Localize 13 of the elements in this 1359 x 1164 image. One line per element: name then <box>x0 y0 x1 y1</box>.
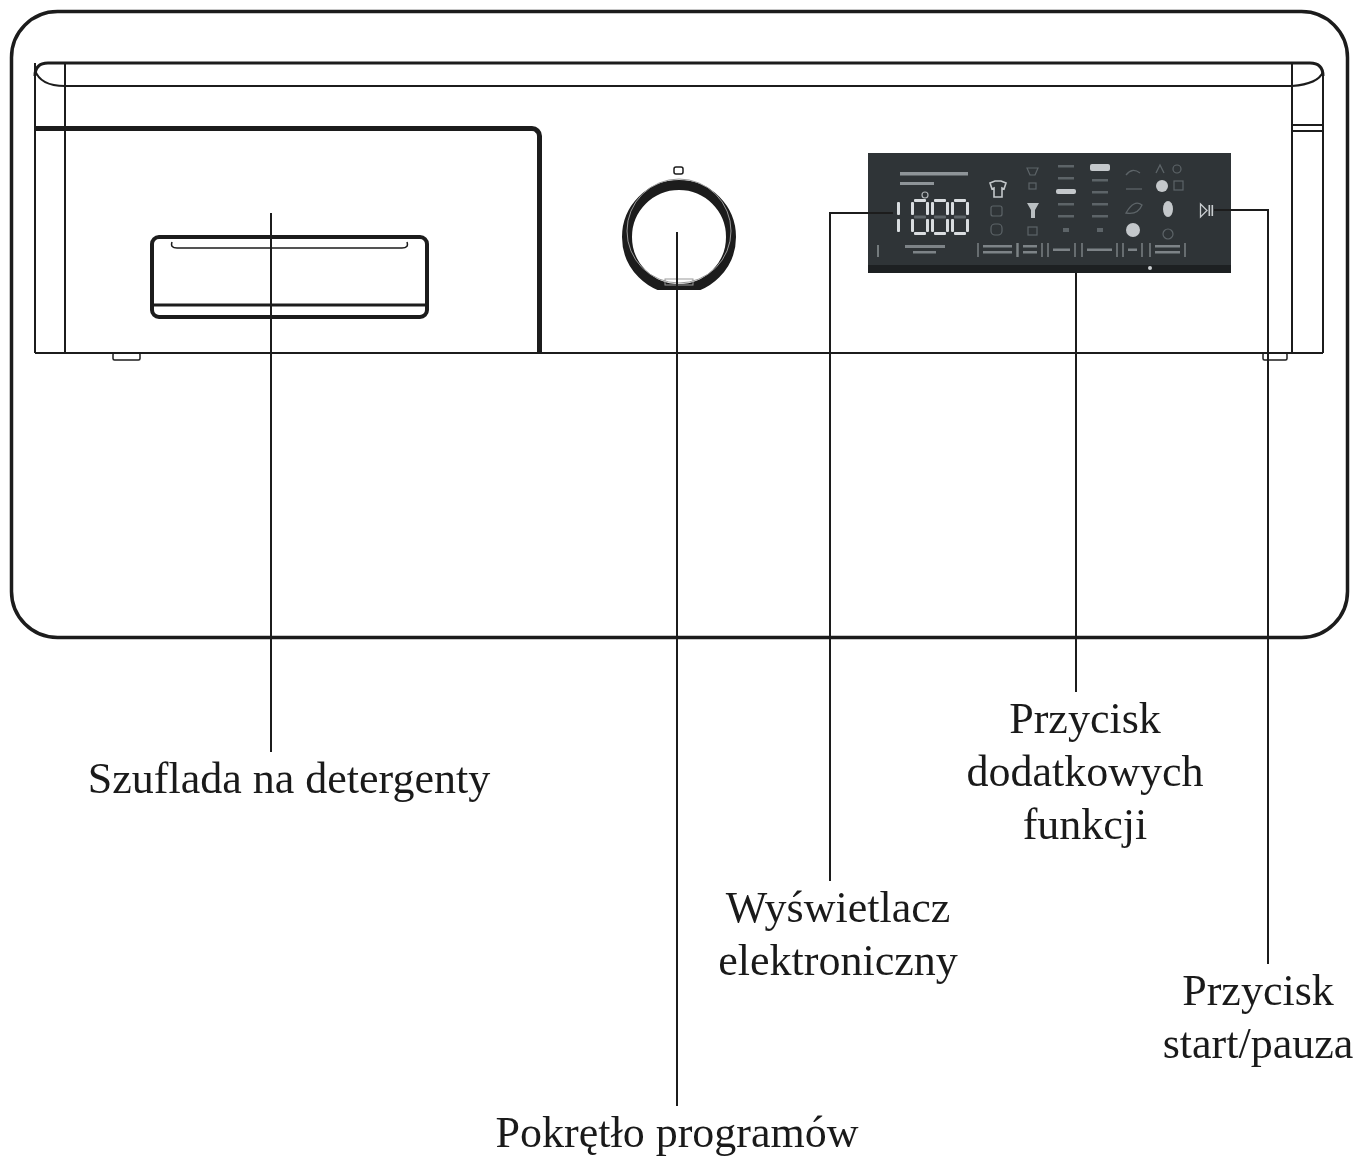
part-label: Przycisk start/pauza <box>1160 964 1356 1070</box>
leader-line <box>270 212 272 753</box>
leader-line <box>676 231 678 1107</box>
part-label: Przycisk dodatkowych funkcji <box>935 692 1235 851</box>
part-label: Wyświetlacz elektroniczny <box>698 881 978 987</box>
leader-line <box>1213 209 1269 965</box>
start-pause-icon <box>1199 202 1214 219</box>
leader-line <box>1075 272 1077 693</box>
part-label: Pokrętło programów <box>477 1106 877 1159</box>
detergent-drawer <box>35 126 542 353</box>
program-knob <box>620 166 738 290</box>
part-label: Szuflada na detergenty <box>69 752 509 805</box>
leader-line <box>829 212 894 882</box>
